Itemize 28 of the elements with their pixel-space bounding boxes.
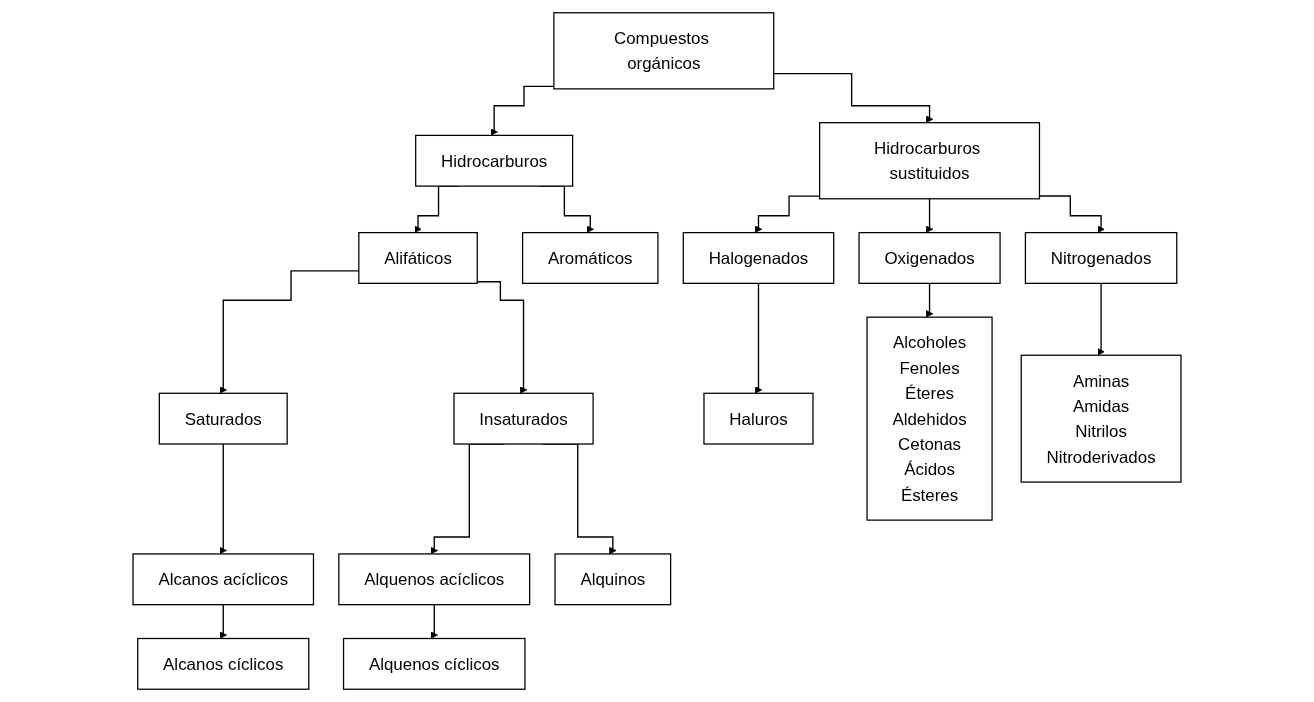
node-box: Hidrocarburos sustituidos [819,122,1041,200]
node-box: Nitrogenados [1024,232,1178,284]
node-box: Saturados [158,392,288,445]
arrow [1097,282,1105,356]
arrow [476,281,528,394]
node-box: Aromáticos [521,232,659,284]
arrow [430,604,438,639]
arrow [1038,195,1105,233]
arrow [754,282,763,394]
arrow [925,282,934,318]
node-box: Alcoholes Fenoles Éteres Aldehidos Cetonas Ácidos Ésteres [866,316,993,521]
node-box: Aminas Amidas Nitrilos Nitroderivados [1020,354,1182,483]
node-box: Alcanos acíclicos [132,553,315,606]
arrow [219,604,227,639]
node-box: Alquenos acíclicos [338,553,531,606]
node-box: Halogenados [682,232,835,284]
node-box: Insaturados [453,392,594,445]
node-box: Alquenos cíclicos [342,637,526,690]
node-box: Hidrocarburos [415,134,574,187]
node-box: Alquinos [554,553,672,606]
node-box: Compuestos orgánicos [553,12,775,90]
node-box: Alifáticos [358,232,478,284]
node-box: Oxigenados [858,232,1001,284]
arrow [773,72,934,124]
arrow [925,198,934,233]
node-box: Haluros [703,392,814,445]
node-box: Alcanos cíclicos [137,637,310,690]
arrow [219,443,227,555]
